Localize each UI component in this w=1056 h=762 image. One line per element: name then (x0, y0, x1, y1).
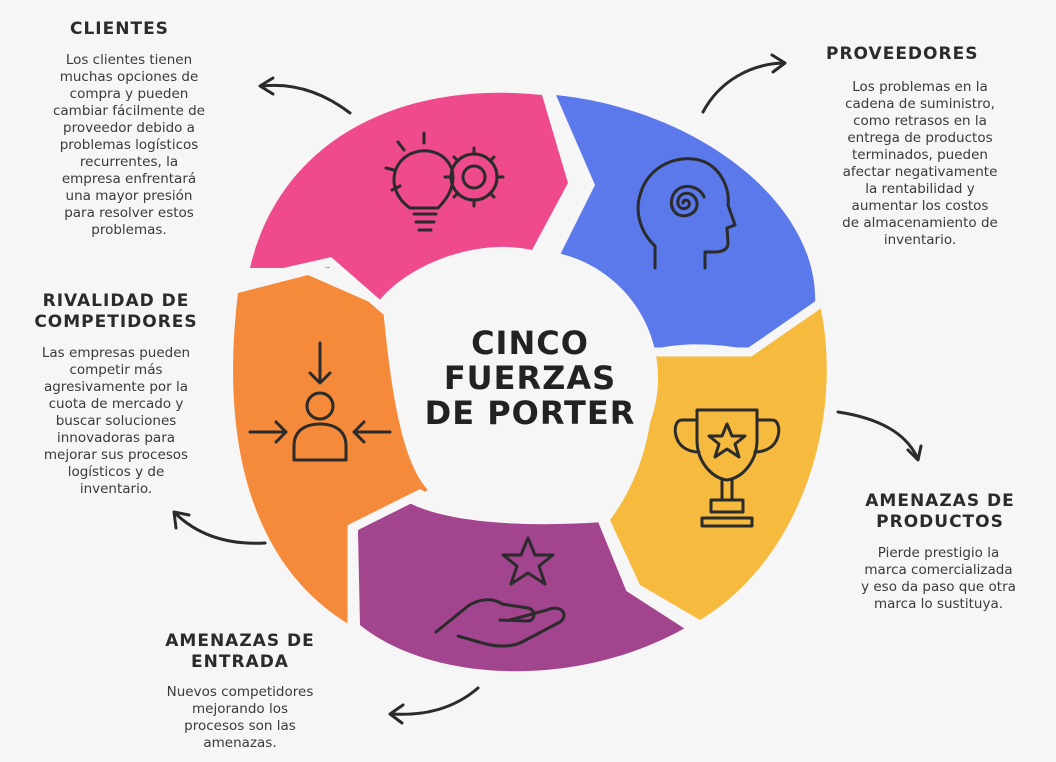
center-title-line: DE PORTER (424, 394, 636, 432)
clientes-description-line: recurrentes, la (79, 154, 179, 170)
productos-title-line2: PRODUCTOS (876, 512, 1004, 532)
proveedores-description-line: como retrasos en la (853, 113, 987, 129)
trophy-icon (673, 408, 781, 528)
proveedores-description-line: terminados, pueden (852, 147, 988, 163)
arrow-productos (836, 410, 923, 462)
separator (598, 517, 700, 635)
rivalidad-description-line: logísticos y de (67, 464, 165, 480)
separator (347, 489, 425, 637)
clientes-title: CLIENTES (70, 19, 169, 39)
segment-rivalidad (233, 275, 428, 625)
clientes-description-line: cambiar fácilmente de (52, 103, 205, 119)
proveedores-description-line: la rentabilidad y (865, 181, 975, 197)
separator (535, 83, 590, 263)
segment-productos (610, 305, 827, 620)
productos-description-line: Pierde prestigio la (877, 545, 1000, 561)
entrada-description-line: procesos son las (184, 718, 296, 734)
clientes-description-line: muchas opciones de (59, 69, 199, 85)
productos-description-line: marca comercializada (864, 562, 1013, 578)
separator (640, 295, 830, 357)
center-circle (402, 250, 658, 506)
entrada-description-line: amenazas. (203, 735, 277, 751)
proveedores-title: PROVEEDORES (826, 44, 979, 64)
productos-description-line: y eso da paso que otra (861, 579, 1016, 595)
rivalidad-description-line: buscar soluciones (55, 413, 177, 429)
arrow-clientes (258, 76, 352, 115)
segment-proveedores (556, 95, 816, 352)
clientes-description-line: proveedor debido a (63, 120, 195, 136)
rivalidad-description-line: competir más (69, 362, 163, 378)
arrow-rivalidad (172, 510, 267, 545)
proveedores-description-line: entrega de productos (847, 130, 993, 146)
separator (237, 257, 390, 315)
proveedores-description-line: Los problemas en la (852, 79, 988, 95)
head-spiral-icon (636, 157, 737, 270)
proveedores-description-line: afectar negativamente (842, 164, 998, 180)
rivalidad-description-line: innovadoras para (56, 430, 176, 446)
segment-clientes (250, 92, 568, 302)
hand-star-icon (434, 536, 566, 648)
rivalidad-description-line: cuota de mercado y (48, 396, 184, 412)
clientes-description-line: compra y pueden (69, 86, 189, 102)
center-title-line: FUERZAS (443, 359, 617, 397)
clientes-description-line: problemas. (91, 222, 167, 238)
entrada-description-line: mejorando los (191, 701, 288, 717)
lightbulb-gear-icon (384, 131, 505, 232)
proveedores-description-line: de almacenamiento de (842, 215, 998, 231)
proveedores-description-line: aumentar los costos (851, 198, 989, 214)
rivalidad-title-line2: COMPETIDORES (34, 312, 198, 332)
rivalidad-title-line1: RIVALIDAD DE (42, 291, 190, 311)
clientes-description-line: problemas logísticos (59, 137, 199, 153)
clientes-description-line: para resolver estos (64, 205, 194, 221)
clientes-description-line: una mayor presión (65, 188, 193, 204)
rivalidad-description-line: agresivamente por la (43, 379, 189, 395)
person-arrows-icon (248, 341, 392, 462)
arrow-proveedores (701, 53, 787, 114)
rivalidad-description-line: inventario. (79, 481, 153, 497)
entrada-title-line1: AMENAZAS DE (165, 631, 315, 651)
entrada-description-line: Nuevos competidores (166, 684, 314, 700)
proveedores-description-line: inventario. (883, 232, 957, 248)
productos-description-line: marca lo sustituya. (873, 596, 1004, 612)
productos-title-line1: AMENAZAS DE (865, 491, 1015, 511)
proveedores-description-line: cadena de suministro, (845, 96, 995, 112)
entrada-title: AMENAZAS DE ENTRADA (130, 631, 350, 673)
arrow-entrada (388, 686, 480, 725)
rivalidad-description-line: Las empresas pueden (41, 345, 191, 361)
center-title: CINCO FUERZAS DE PORTER (420, 326, 640, 431)
clientes-description-line: Los clientes tienen (65, 52, 193, 68)
entrada-title-line2: ENTRADA (191, 652, 289, 672)
clientes-description-line: empresa enfrentará (61, 171, 197, 187)
rivalidad-description-line: mejorar sus procesos (43, 447, 189, 463)
rivalidad-title: RIVALIDAD DE COMPETIDORES (6, 291, 226, 333)
productos-title: AMENAZAS DE PRODUCTOS (830, 491, 1050, 533)
center-title-line: CINCO (471, 324, 589, 362)
